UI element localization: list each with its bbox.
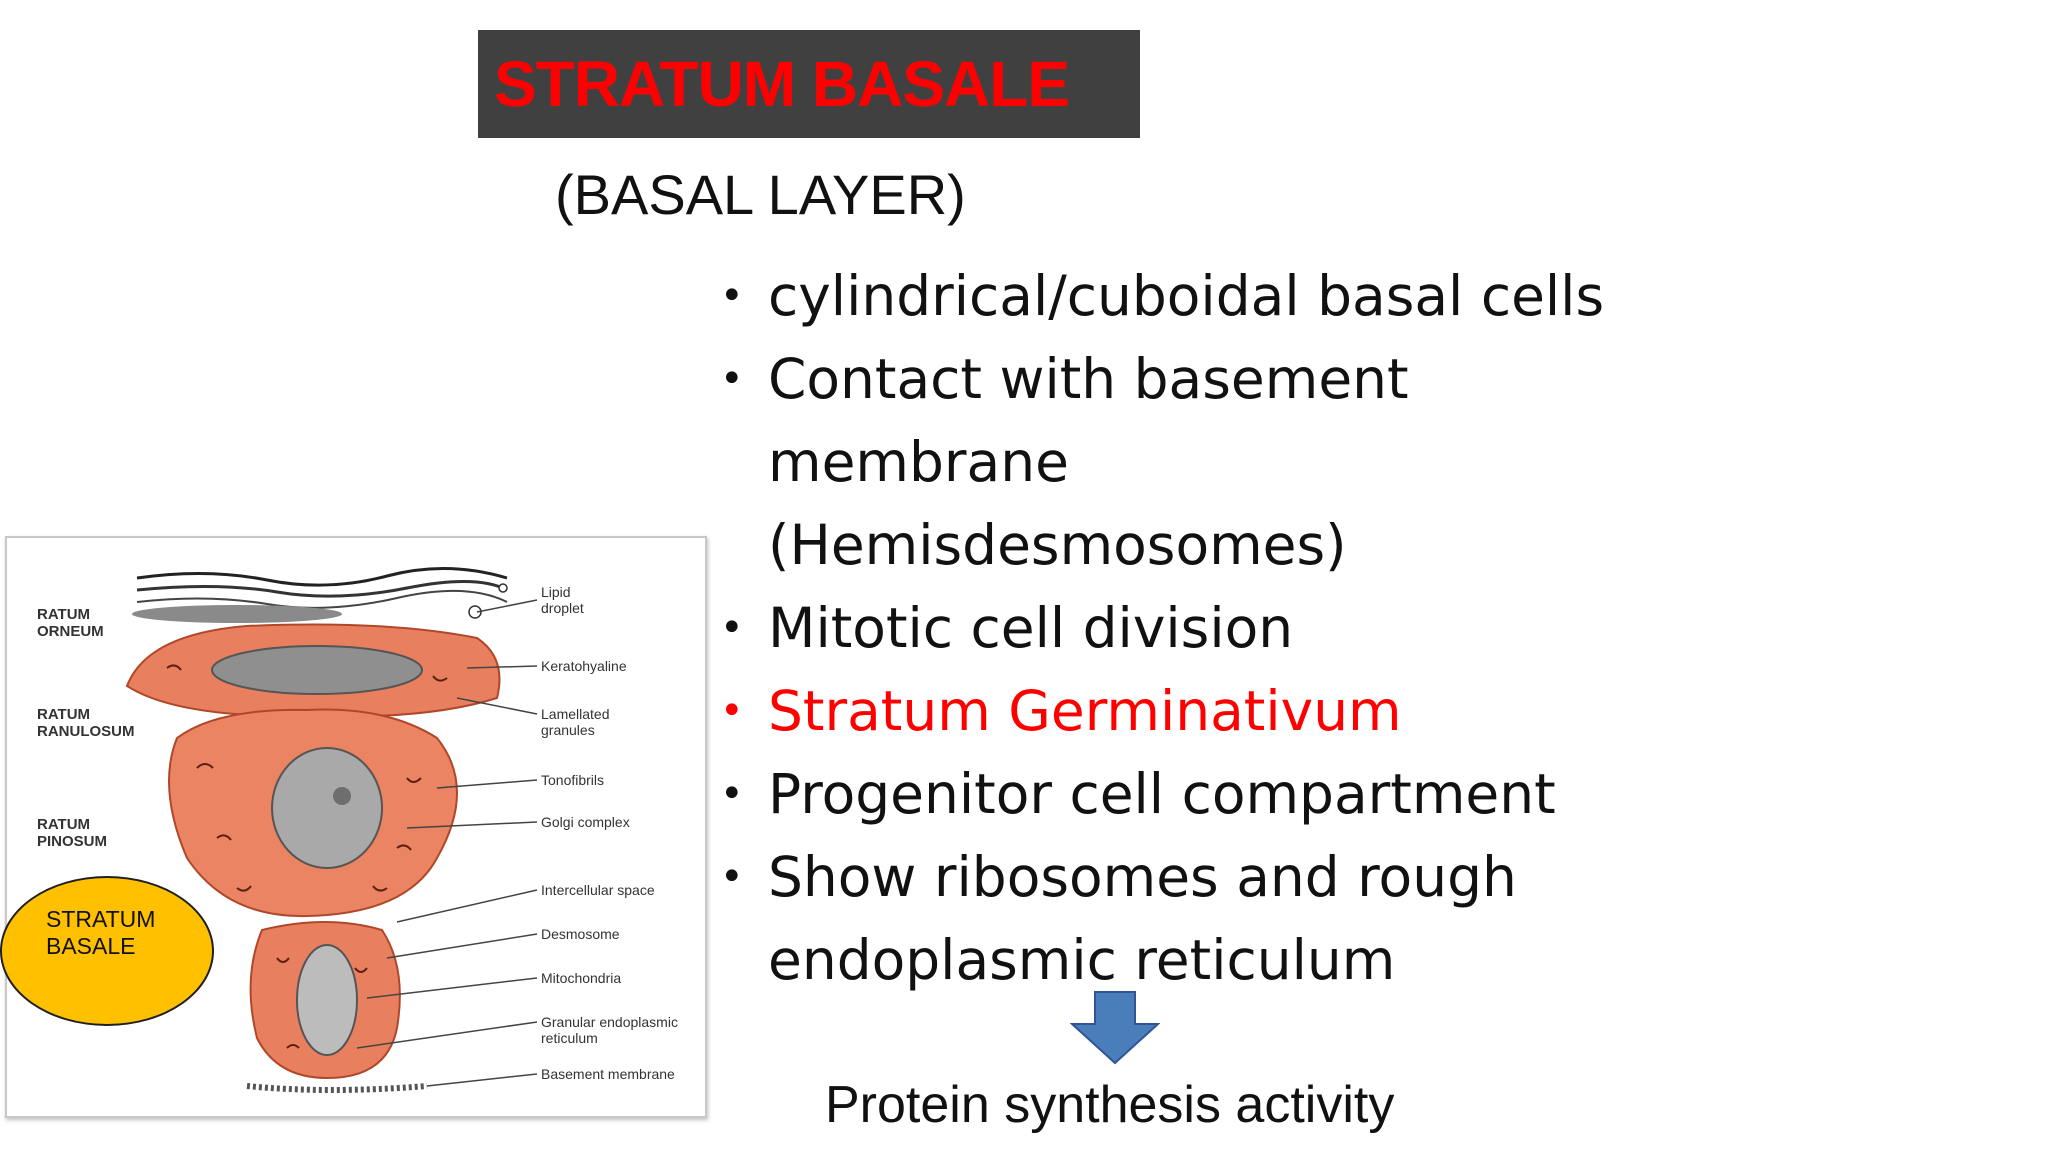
bullet-text: Show ribosomes and rough endoplasmic ret… <box>768 845 1517 992</box>
bullet-dot-icon: • <box>720 688 744 734</box>
nucleolus <box>333 787 351 805</box>
down-arrow-icon <box>1070 991 1160 1065</box>
corneum-line <box>136 579 508 598</box>
basal-nucleus <box>296 944 358 1056</box>
bullet-text: Stratum Germinativum <box>768 679 1402 743</box>
bullet-dot-icon: • <box>720 771 744 817</box>
bullet-item: • Mitotic cell division <box>720 587 1620 670</box>
tonofibrils <box>166 664 448 1049</box>
lipid-droplet <box>468 605 482 619</box>
bullet-item-highlight: • Stratum Germinativum <box>720 670 1620 753</box>
bullet-text: cylindrical/cuboidal basal cells <box>768 264 1605 328</box>
epidermis-illustration <box>125 567 538 1093</box>
epidermis-figure: RATUM ORNEUM RATUM RANULOSUM RATUM PINOS… <box>5 536 707 1118</box>
footer-text: Protein synthesis activity <box>825 1076 1395 1134</box>
part-label-tonofibrils: Tonofibrils <box>541 772 605 788</box>
bullet-dot-icon: • <box>720 605 744 651</box>
part-label-lipid-droplet: Lipid droplet <box>541 584 584 616</box>
label-pointers <box>356 599 538 1087</box>
bullet-text: Progenitor cell compartment <box>768 762 1556 826</box>
stratum-basale-callout-text: STRATUM BASALE <box>46 906 156 959</box>
bullet-text: Mitotic cell division <box>768 596 1294 660</box>
bullet-item: • cylindrical/cuboidal basal cells <box>720 255 1620 338</box>
part-label-intercellular-space: Intercellular space <box>541 882 655 898</box>
granulosum-nucleus <box>211 645 423 695</box>
corneum-line <box>136 589 508 609</box>
bullet-item: • Contact with basement membrane (Hemisde… <box>720 338 1620 587</box>
spinosum-nucleus <box>271 747 383 869</box>
bullet-dot-icon: • <box>720 273 744 319</box>
corneum-line <box>136 567 508 587</box>
part-label-lamellated-granules: Lamellated granules <box>541 706 610 738</box>
part-label-keratohyaline: Keratohyaline <box>541 658 627 674</box>
part-label-mitochondria: Mitochondria <box>541 970 622 986</box>
stratum-basale-callout <box>0 876 214 1026</box>
part-label-basement-membrane: Basement membrane <box>541 1066 675 1082</box>
layer-label-spinosum: RATUM PINOSUM <box>37 816 108 850</box>
layer-label-corneum: RATUM ORNEUM <box>37 606 104 640</box>
bullet-list: • cylindrical/cuboidal basal cells • Conta… <box>720 255 1620 1002</box>
bullet-item: • Show ribosomes and rough endoplasmic re… <box>720 836 1620 1002</box>
slide-title: STRATUM BASALE <box>494 48 1070 120</box>
lipid-droplet <box>498 583 508 593</box>
bullet-text: Contact with basement membrane (Hemisdes… <box>768 347 1409 577</box>
basement-membrane <box>246 1083 428 1093</box>
part-label-granular-er: Granular endoplasmic reticulum <box>541 1014 678 1046</box>
title-box: STRATUM BASALE <box>478 30 1140 138</box>
bullet-dot-icon: • <box>720 854 744 900</box>
part-label-desmosome: Desmosome <box>541 926 620 942</box>
bullet-item: • Progenitor cell compartment <box>720 753 1620 836</box>
bullet-dot-icon: • <box>720 356 744 402</box>
flattened-nucleus <box>132 605 342 623</box>
layer-label-granulosum: RATUM RANULOSUM <box>37 706 135 740</box>
slide-subtitle: (BASAL LAYER) <box>555 163 966 226</box>
part-label-golgi-complex: Golgi complex <box>541 814 630 830</box>
